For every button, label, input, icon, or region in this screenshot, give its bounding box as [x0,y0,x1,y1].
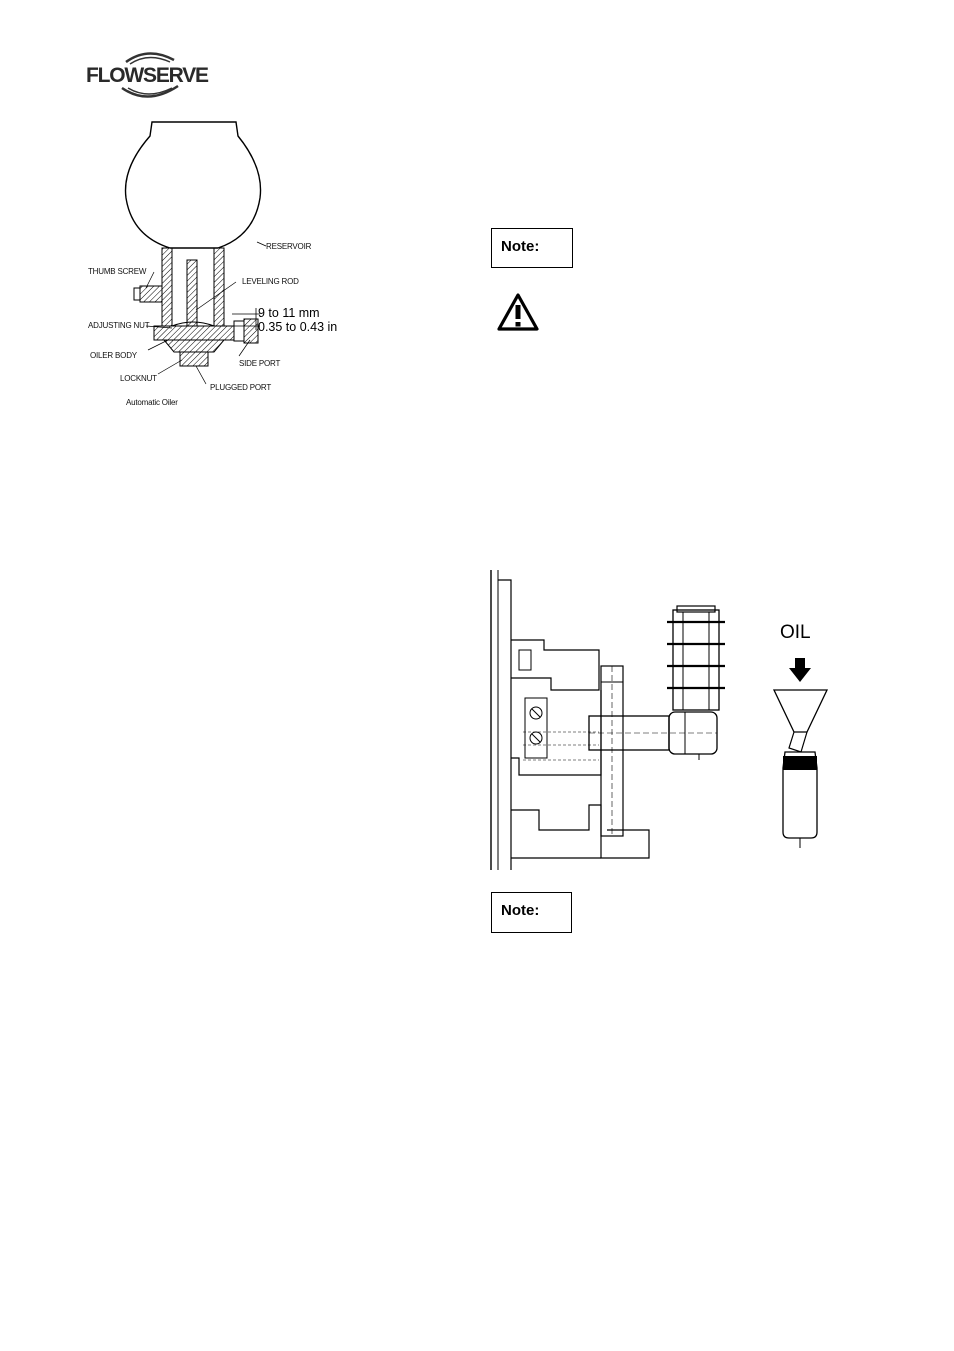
note-label: Note: [501,902,540,919]
warning-triangle-icon [497,293,539,331]
logo-swoosh-icon [121,52,179,98]
oiler-drawing [124,121,267,385]
bearing-housing-drawing [490,570,829,870]
oil-filling-figure: OIL [489,570,839,875]
label-adjusting-nut: ADJUSTING NUT [88,321,150,330]
logo-text: FLOWSERVE [86,64,209,87]
label-side-port: SIDE PORT [239,359,281,368]
label-leveling-rod: LEVELING ROD [242,277,299,286]
note-label: Note: [501,238,540,255]
flowserve-logo: FLOWSERVE [86,50,209,102]
label-locknut: LOCKNUT [120,374,157,383]
label-plugged-port: PLUGGED PORT [210,383,272,392]
automatic-oiler-figure: RESERVOIR THUMB SCREW LEVELING ROD ADJUS… [84,118,354,418]
figure-caption: Automatic Oiler [126,398,178,407]
oil-label: OIL [780,622,811,643]
label-reservoir: RESERVOIR [266,242,312,251]
label-thumb-screw: THUMB SCREW [88,267,147,276]
note-box-2: Note: [491,892,572,933]
label-oiler-body: OILER BODY [90,351,137,360]
dimension-in: 0.35 to 0.43 in [258,320,338,334]
note-box-1: Note: [491,228,573,268]
warning-sign [496,292,540,332]
dimension-mm: 9 to 11 mm [258,306,320,320]
